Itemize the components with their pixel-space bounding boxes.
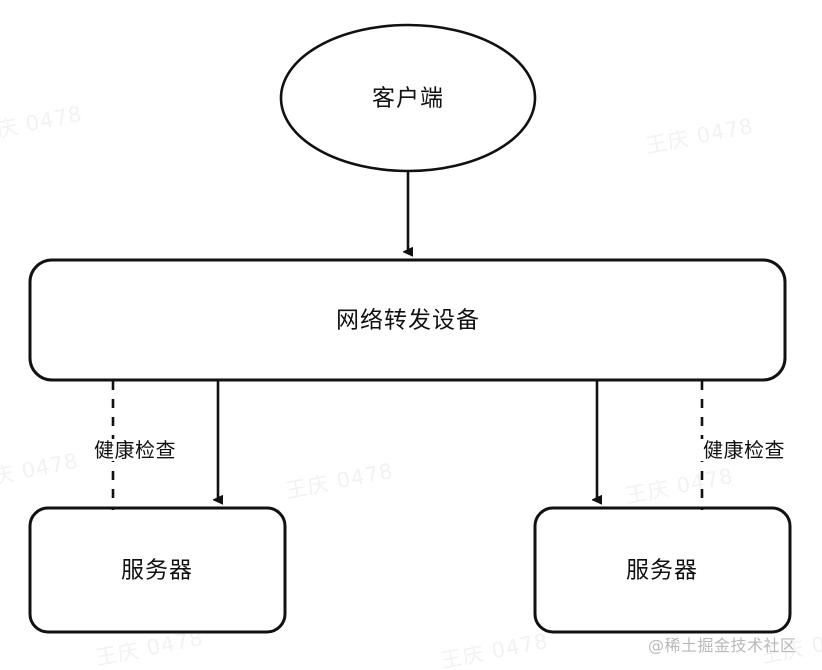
credit-watermark: @稀土掘金技术社区: [648, 636, 797, 655]
node-server-left-label: 服务器: [121, 557, 193, 584]
node-server-right-label: 服务器: [626, 557, 698, 584]
node-client-label: 客户端: [372, 85, 444, 112]
node-server-left[interactable]: [28, 506, 287, 634]
node-server-right[interactable]: [533, 506, 792, 634]
node-network-forwarding-device-label: 网络转发设备: [336, 307, 480, 334]
node-network-forwarding-device[interactable]: [28, 258, 787, 382]
edge-label-healthcheck-left: 健康检查: [91, 439, 179, 461]
edge-label-healthcheck-right: 健康检查: [700, 439, 788, 461]
